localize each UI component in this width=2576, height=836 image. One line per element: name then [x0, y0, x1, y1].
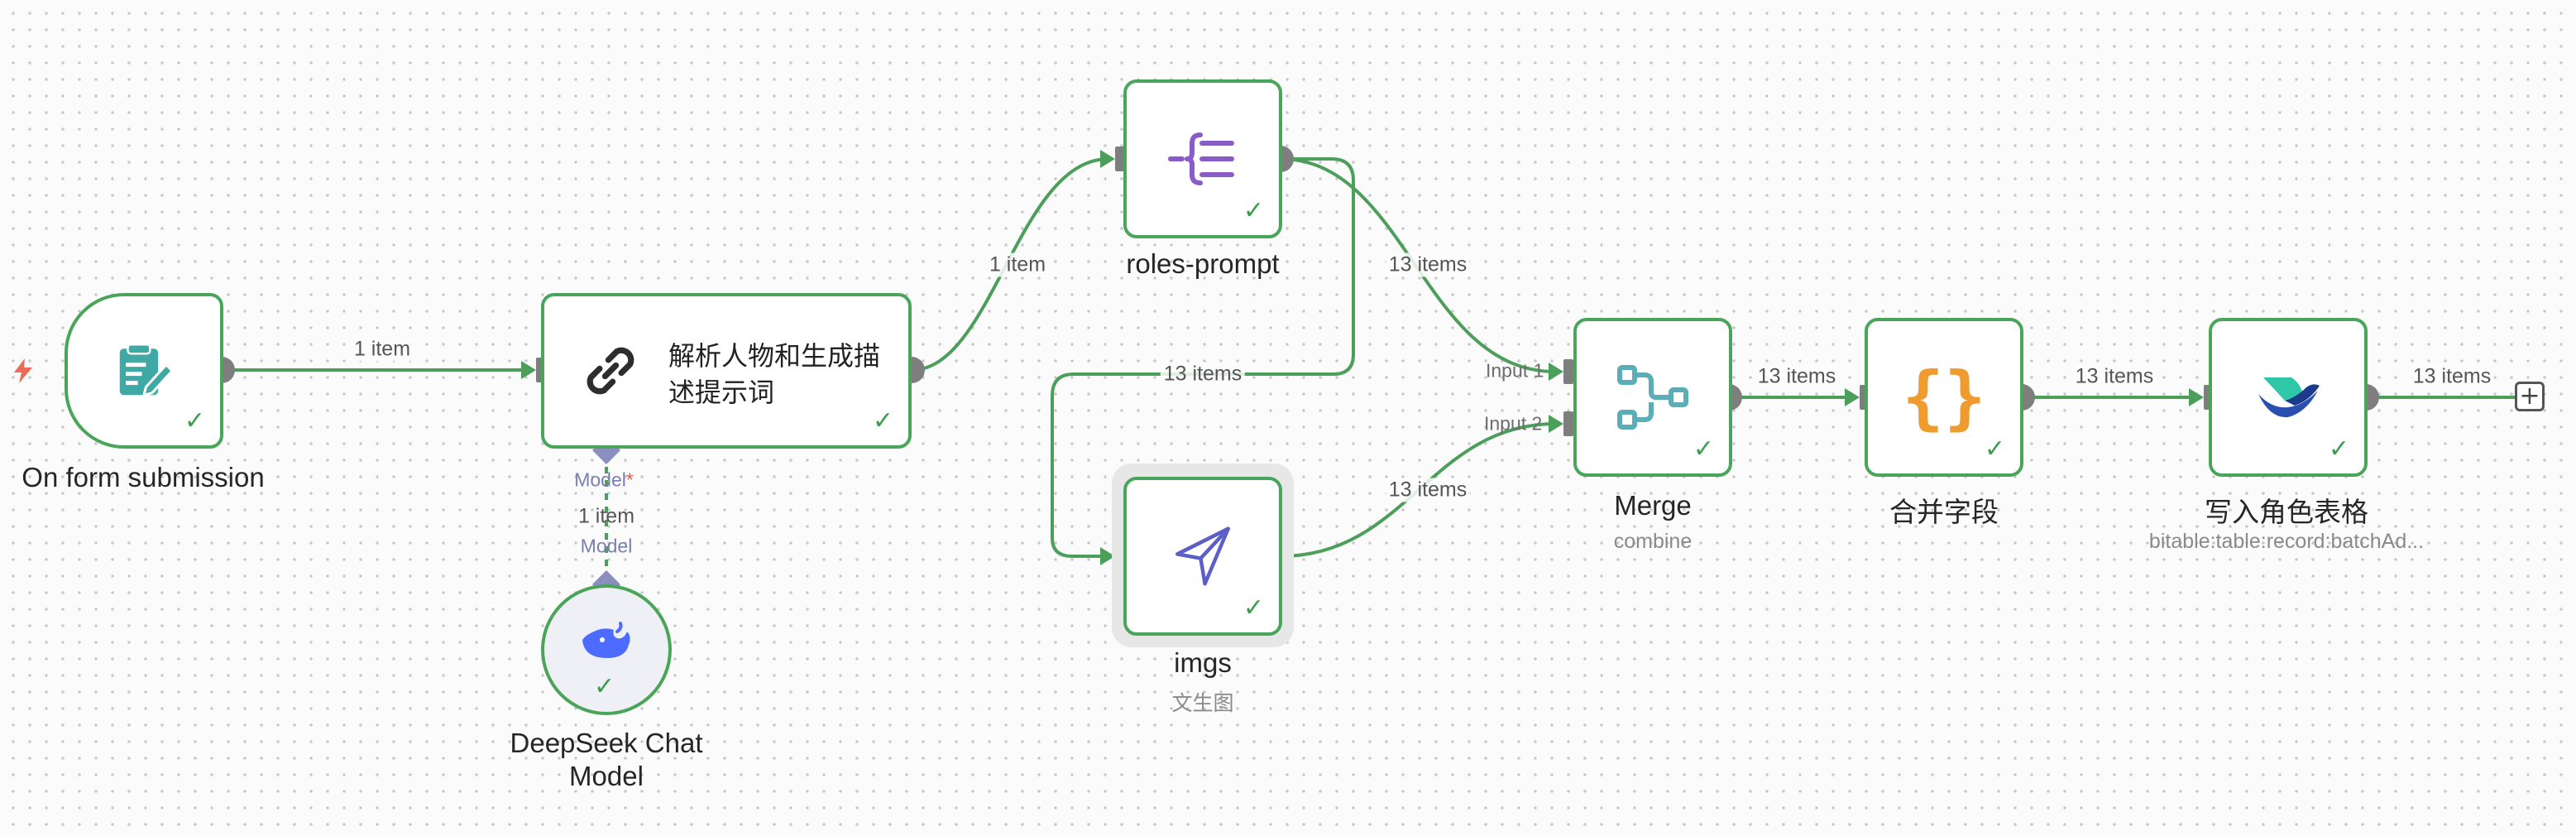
edge-label-roles-to-imgs: 13 items: [1160, 362, 1246, 387]
merge-icon: [1577, 321, 1729, 473]
edge-label-roles-to-merge: 13 items: [1385, 252, 1471, 277]
node-parse-label-line2: 述提示词: [668, 377, 775, 407]
edge-label-combine-to-write: 13 items: [2071, 364, 2157, 389]
success-check-icon: ✓: [1984, 435, 2005, 464]
node-write-table-label: 写入角色表格: [2205, 497, 2368, 527]
edge-label-write-out: 13 items: [2409, 364, 2495, 389]
merge-input1-label: Input 1: [1486, 359, 1544, 382]
node-form-trigger[interactable]: ✓: [65, 293, 223, 449]
node-merge-label: Merge: [1614, 490, 1692, 521]
split-out-icon: [1127, 83, 1279, 235]
node-combine-fields-label: 合并字段: [1889, 497, 1999, 527]
success-check-icon: ✓: [872, 406, 893, 435]
edge-label-trigger-to-parse: 1 item: [350, 337, 414, 362]
plus-icon: +: [2519, 382, 2540, 411]
model-edge-label: 1 item: [577, 504, 635, 528]
edge-label-imgs-to-merge: 13 items: [1385, 478, 1471, 502]
success-check-icon: ✓: [1243, 196, 1264, 225]
model-out-port-label: Model: [580, 535, 633, 557]
node-imgs-label: imgs: [1174, 647, 1232, 678]
send-icon: [1127, 480, 1279, 632]
node-merge[interactable]: ✓: [1573, 318, 1732, 477]
lark-icon: [2212, 321, 2364, 473]
node-parse-label-line1: 解析人物和生成描: [668, 341, 881, 371]
edge-label-parse-to-roles: 1 item: [985, 252, 1050, 277]
success-check-icon: ✓: [1243, 593, 1264, 622]
trigger-bolt-icon: [14, 358, 32, 383]
link-icon: [569, 329, 652, 412]
required-star: *: [625, 468, 634, 491]
success-check-icon: ✓: [2328, 435, 2349, 464]
node-merge-subtitle: combine: [1613, 530, 1693, 553]
node-form-trigger-label: On form submission: [22, 462, 265, 492]
success-check-icon: ✓: [1693, 435, 1714, 464]
node-deepseek-label-line1: DeepSeek Chat: [510, 728, 703, 758]
node-deepseek-label: DeepSeek Chat Model: [510, 727, 703, 793]
node-roles-prompt[interactable]: ✓: [1123, 79, 1282, 238]
model-port-text: Model: [574, 468, 626, 491]
braces-icon: {}: [1902, 357, 1986, 438]
success-check-icon: ✓: [594, 672, 615, 701]
node-write-table-subtitle: bitable:table:record:batchAd...: [2148, 530, 2425, 553]
node-deepseek-model[interactable]: ✓: [541, 584, 672, 715]
success-check-icon: ✓: [184, 406, 205, 435]
node-combine-fields[interactable]: {} ✓: [1865, 318, 2023, 477]
node-imgs-subtitle: 文生图: [1171, 692, 1234, 715]
model-port-label: Model*: [574, 469, 634, 492]
node-parse-agent[interactable]: 解析人物和生成描 述提示词 ✓: [541, 293, 912, 449]
edge-label-merge-to-combine: 13 items: [1754, 364, 1840, 389]
node-deepseek-label-line2: Model: [569, 761, 644, 791]
merge-input2-label: Input 2: [1484, 412, 1543, 435]
node-roles-prompt-label: roles-prompt: [1126, 248, 1280, 279]
node-imgs[interactable]: ✓: [1123, 477, 1282, 636]
node-write-table[interactable]: ✓: [2209, 318, 2368, 477]
whale-icon: [544, 588, 668, 695]
add-node-button[interactable]: +: [2515, 382, 2545, 411]
form-icon: [68, 296, 220, 445]
